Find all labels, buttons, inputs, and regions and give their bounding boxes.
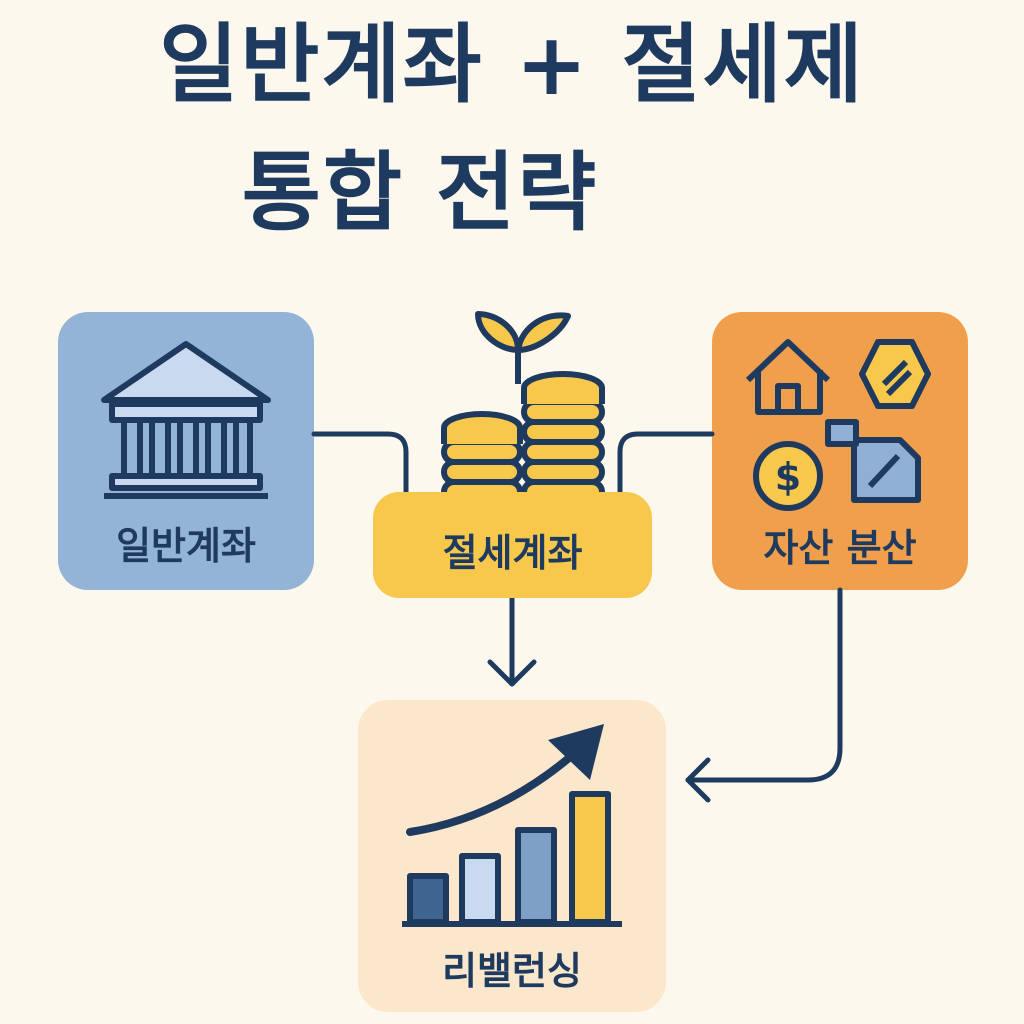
bar-4 (569, 791, 611, 925)
title-line-1: 일반계좌 + 절세제 (159, 15, 865, 115)
bar-3 (515, 827, 557, 925)
asset-allocation-label: 자산 분산 (763, 526, 917, 570)
connector-general-to-tax (311, 431, 409, 495)
general-account-card: 일반계좌 (58, 312, 314, 590)
connector-asset-to-rebal (685, 587, 843, 783)
arrowhead-left-icon (685, 757, 711, 803)
asset-allocation-card: 자산 분산 (712, 312, 968, 590)
bar-1 (407, 873, 449, 925)
fuel-can-icon (825, 419, 921, 503)
rebalancing-card: 리밸런싱 (358, 700, 666, 1012)
dollar-coin-icon (753, 441, 823, 511)
title-line-2: 통합 전략 (241, 143, 599, 243)
growth-chart-icon (402, 748, 622, 927)
gold-coin-icon (859, 339, 931, 409)
house-icon (745, 339, 831, 415)
growth-arrowhead-icon (548, 724, 604, 780)
bank-icon (101, 341, 271, 499)
tax-saving-account-card: 절세계좌 (373, 492, 652, 598)
connector-asset-to-tax (617, 431, 715, 495)
rebalancing-label: 리밸런싱 (442, 949, 582, 993)
dollar-glyph: $ (775, 455, 801, 499)
arrowhead-down-icon (487, 659, 537, 687)
tax-saving-account-label: 절세계좌 (442, 531, 583, 575)
bar-2 (459, 853, 501, 925)
coins-sprout-icon (441, 311, 605, 505)
general-account-label: 일반계좌 (116, 524, 256, 568)
